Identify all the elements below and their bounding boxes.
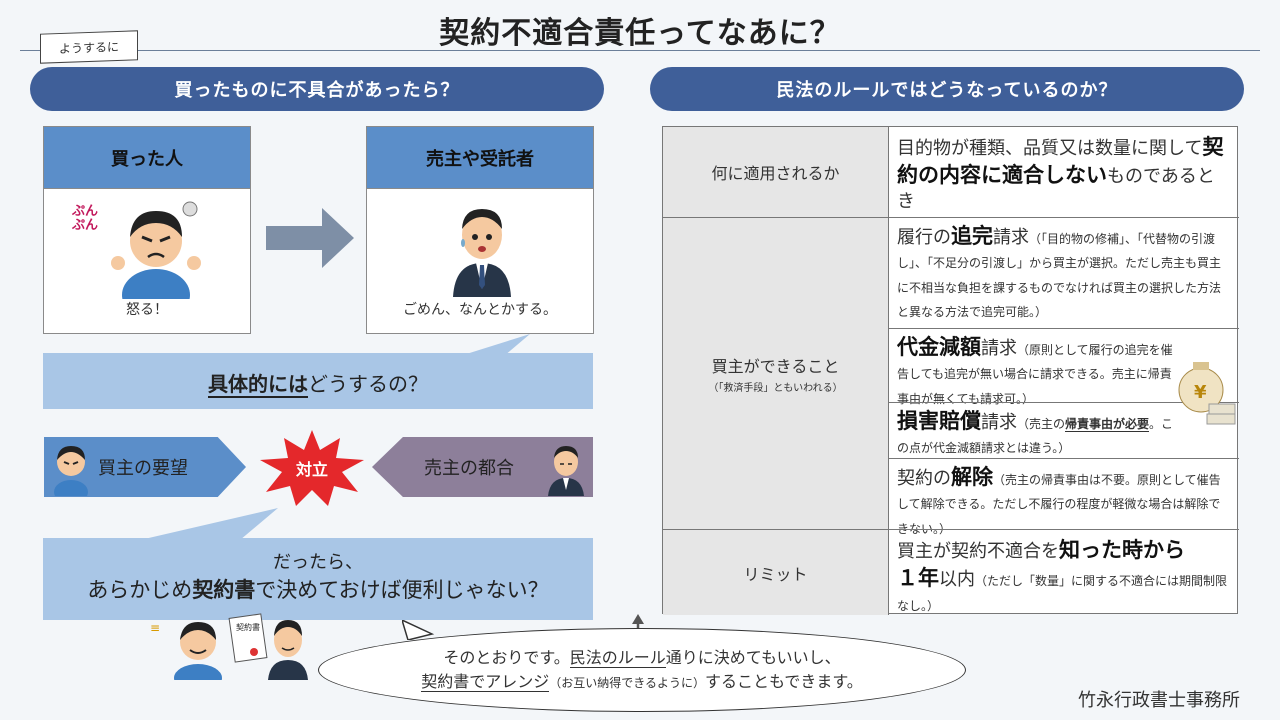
answer-callout: そのとおりです。民法のルール通りに決めてもいいし、 契約書でアレンジ（お互い納得… (318, 628, 966, 712)
svg-text:≡: ≡ (150, 621, 160, 635)
remedy-cure-note: （「目的物の修補」、「代替物の引渡し」、「不足分の引渡し」から買主が選択。ただし… (897, 232, 1222, 319)
remedy-termination-strong: 解除 (951, 465, 993, 489)
remedies-sublabel: （「救済手段」ともいわれる） (708, 383, 843, 394)
people-with-contract-icon: ≡ 契約書 (150, 613, 308, 680)
remedy-cure-post: 請求 (993, 227, 1029, 248)
suggestion-line2: あらかじめ契約書で決めておけば便利じゃない？ (43, 574, 593, 604)
troubled-seller-icon (548, 446, 584, 496)
contract-doc-label: 契約書 (236, 622, 260, 632)
question-text: 具体的にはどうするの？ (43, 368, 593, 398)
left-section-header: 買ったものに不具合があったら？ (30, 67, 604, 111)
remedy-damages-post: 請求 (981, 412, 1017, 433)
suggestion-post: で決めておけば便利じゃない？ (255, 578, 549, 602)
answer-line1-pre: そのとおりです。 (443, 648, 570, 667)
limit-strong2: １年 (897, 566, 939, 591)
answer-line2-underlined: 契約書でアレンジ (421, 672, 550, 692)
suggestion-bubble-tail (140, 508, 278, 540)
remedy-damages-strong: 損害賠償 (897, 409, 981, 433)
answer-line2-post: することもできます。 (705, 672, 863, 691)
limit-text2: 以内 (939, 569, 975, 591)
apologizing-seller-icon (453, 209, 511, 297)
suggestion-pre: あらかじめ (87, 578, 193, 602)
civil-law-table: 何に適用されるか 目的物が種類、品質又は数量に関して契約の内容に適合しないもので… (662, 126, 1239, 615)
remedy-damages-note-pre: （売主の (1017, 417, 1066, 431)
suggestion-bubble (43, 538, 593, 620)
answer-line1-post: 通りに決めてもいいし、 (665, 648, 841, 667)
limit-strong1: 知った時から (1059, 538, 1185, 562)
remedy-termination: 契約の解除（売主の帰責事由は不要。原則として催告して解除できる。ただし不履行の程… (889, 458, 1239, 536)
page-title: 契約不適合責任ってなあに？ (439, 16, 841, 51)
remedy-termination-pre: 契約の (897, 468, 951, 489)
buyer-wish-label: 買主の要望 (98, 458, 188, 479)
office-name: 竹永行政書士事務所 (1078, 690, 1240, 711)
remedy-damages: 損害賠償請求（売主の帰責事由が必要。この点が代金減額請求とは違う。） (889, 402, 1239, 458)
remedies-content: 履行の追完請求（「目的物の修補」、「代替物の引渡し」、「不足分の引渡し」から買主… (889, 218, 1239, 536)
apply-content: 目的物が種類、品質又は数量に関して契約の内容に適合しないものであるとき (889, 127, 1239, 217)
remedy-damages-note-post: 。この点が代金減額請求とは違う。） (897, 417, 1174, 456)
angry-sfx: ぷん ぷん (72, 204, 99, 234)
suggestion-line1: だったら、 (273, 552, 363, 573)
answer-line1: そのとおりです。民法のルール通りに決めてもいいし、 (443, 646, 841, 670)
answer-line2-small: （お互い納得できるように） (549, 676, 705, 690)
seller-card-head: 売主や受託者 (367, 127, 593, 189)
answer-line1-underlined: 民法のルール (569, 648, 666, 668)
seller-convenience-label: 売主の都合 (424, 458, 514, 479)
apply-text2: ものであるとき (897, 166, 1215, 212)
apply-strong: 契約の内容に適合しない (897, 135, 1224, 188)
remedy-termination-note: （売主の帰責事由は不要。原則として催告して解除できる。ただし不履行の程度が軽微な… (897, 473, 1221, 536)
remedy-cure: 履行の追完請求（「目的物の修補」、「代替物の引渡し」、「不足分の引渡し」から買主… (889, 218, 1239, 328)
table-row-apply: 何に適用されるか 目的物が種類、品質又は数量に関して契約の内容に適合しないもので… (663, 127, 1239, 217)
question-strong: 具体的には (208, 372, 308, 398)
buyer-card-head: 買った人 (44, 127, 250, 189)
question-rest: どうするの？ (308, 372, 428, 396)
buyer-card-caption: 怒る！ (126, 302, 168, 318)
seller-card: 売主や受託者 ごめん、なんとかする。 (366, 126, 594, 334)
frustrated-buyer-icon (54, 446, 88, 496)
remedies-label-cell: 買主ができること （「救済手段」ともいわれる） (663, 218, 889, 529)
conflict-burst-icon (260, 430, 364, 506)
suggestion-strong: 契約書 (192, 578, 256, 602)
right-arrow-icon (266, 208, 354, 268)
apply-text1: 目的物が種類、品質又は数量に関して (897, 138, 1203, 159)
limit-content: 買主が契約不適合を知った時から １年以内（ただし「数量」に関する不適合には期間制… (889, 530, 1239, 615)
table-row-remedies: 買主ができること （「救済手段」ともいわれる） 履行の追完請求（「目的物の修補」… (663, 217, 1239, 536)
right-section-header: 民法のルールではどうなっているのか？ (650, 67, 1244, 111)
question-bubble (43, 353, 593, 409)
seller-card-caption: ごめん、なんとかする。 (403, 302, 557, 318)
remedy-price-strong: 代金減額 (897, 335, 981, 359)
remedy-cure-pre: 履行の (897, 227, 951, 248)
apply-label: 何に適用されるか (663, 127, 889, 217)
table-row-limit: リミット 買主が契約不適合を知った時から １年以内（ただし「数量」に関する不適合… (663, 529, 1239, 615)
title-divider (20, 50, 1260, 51)
money-bag-icon: ¥ (1178, 362, 1236, 425)
limit-note: （ただし「数量」に関する不適合には期間制限なし。） (897, 574, 1228, 613)
limit-text1: 買主が契約不適合を (897, 541, 1059, 562)
yen-symbol: ¥ (1194, 382, 1207, 403)
remedy-cure-strong: 追完 (951, 224, 993, 248)
remedies-label: 買主ができること (711, 357, 840, 376)
angry-buyer-icon (111, 201, 201, 299)
remedy-price-reduction: 代金減額請求（原則として履行の追完を催告しても追完が無い場合に請求できる。売主に… (889, 328, 1239, 406)
question-bubble-tail (460, 334, 530, 356)
remedy-damages-note-strong: 帰責事由が必要 (1065, 417, 1150, 432)
remedy-price-note: （原則として履行の追完を催告しても追完が無い場合に請求できる。売主に帰責事由が無… (897, 343, 1173, 406)
answer-callout-tail (402, 620, 435, 640)
buyer-card: 買った人 ぷん ぷん 怒る！ (43, 126, 251, 334)
conflict-label: 対立 (295, 460, 328, 479)
limit-label: リミット (663, 530, 889, 615)
answer-line2: 契約書でアレンジ（お互い納得できるように）することもできます。 (421, 670, 863, 694)
remedy-price-post: 請求 (981, 338, 1017, 359)
summary-tag: ようするに (40, 30, 138, 64)
